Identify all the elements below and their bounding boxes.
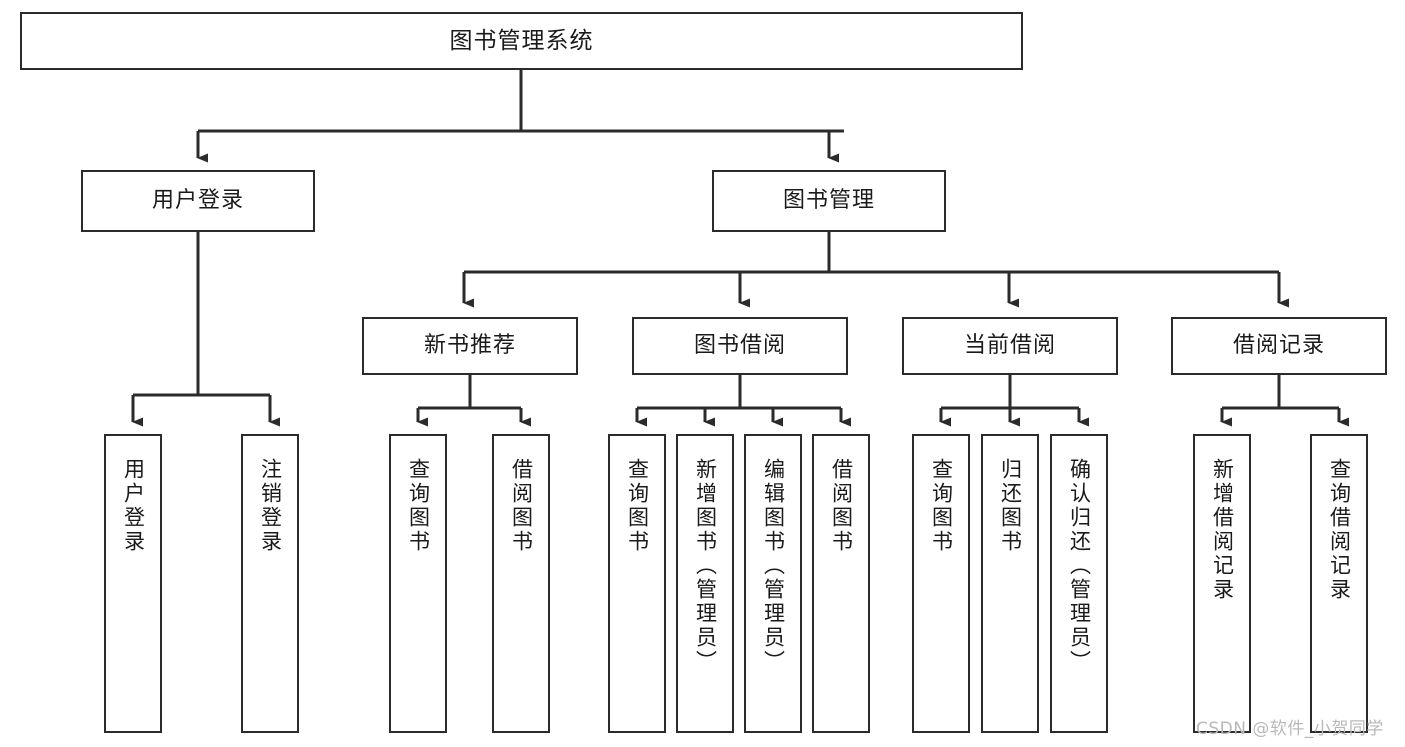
leaf-new-book-borrow[interactable]: 借阅图书 bbox=[492, 434, 550, 733]
node-label: 确认归还（管理员） bbox=[1067, 458, 1092, 674]
node-label: 新增图书（管理员） bbox=[693, 458, 718, 674]
leaf-borrow-add-book-admin[interactable]: 新增图书（管理员） bbox=[676, 434, 734, 733]
leaf-new-book-query[interactable]: 查询图书 bbox=[389, 434, 447, 733]
leaf-borrow-query-book[interactable]: 查询图书 bbox=[608, 434, 666, 733]
node-user-login[interactable]: 用户登录 bbox=[81, 170, 315, 232]
node-label: 查询借阅记录 bbox=[1327, 458, 1352, 602]
node-label: 新书推荐 bbox=[423, 333, 516, 359]
node-label: 图书借阅 bbox=[693, 333, 786, 359]
node-label: 查询图书 bbox=[406, 458, 431, 554]
node-current-borrow[interactable]: 当前借阅 bbox=[902, 317, 1118, 375]
node-label: 查询图书 bbox=[929, 458, 954, 554]
leaf-record-add-borrow-record[interactable]: 新增借阅记录 bbox=[1193, 434, 1251, 733]
node-new-book-recommend[interactable]: 新书推荐 bbox=[362, 317, 578, 375]
leaf-current-confirm-return-admin[interactable]: 确认归还（管理员） bbox=[1050, 434, 1108, 733]
node-label: 归还图书 bbox=[998, 458, 1023, 554]
leaf-current-return-book[interactable]: 归还图书 bbox=[981, 434, 1039, 733]
node-label: 用户登录 bbox=[121, 458, 146, 554]
leaf-record-query-borrow-record[interactable]: 查询借阅记录 bbox=[1310, 434, 1368, 733]
leaf-borrow-borrow-book[interactable]: 借阅图书 bbox=[812, 434, 870, 733]
node-label: 用户登录 bbox=[151, 188, 244, 214]
node-book-management[interactable]: 图书管理 bbox=[712, 170, 946, 232]
leaf-user-login-signin[interactable]: 用户登录 bbox=[104, 434, 162, 733]
node-label: 当前借阅 bbox=[963, 333, 1056, 359]
node-label: 查询图书 bbox=[625, 458, 650, 554]
node-label: 借阅图书 bbox=[829, 458, 854, 554]
node-label: 注销登录 bbox=[258, 458, 283, 554]
node-book-borrow[interactable]: 图书借阅 bbox=[632, 317, 848, 375]
leaf-borrow-edit-book-admin[interactable]: 编辑图书（管理员） bbox=[744, 434, 802, 733]
node-label: 借阅记录 bbox=[1232, 333, 1325, 359]
csdn-watermark: CSDN @软件_小贺同学 bbox=[1196, 719, 1384, 739]
leaf-current-query-book[interactable]: 查询图书 bbox=[912, 434, 970, 733]
node-label: 借阅图书 bbox=[509, 458, 534, 554]
node-label: 图书管理系统 bbox=[449, 27, 594, 54]
leaf-user-login-signout[interactable]: 注销登录 bbox=[241, 434, 299, 733]
node-label: 新增借阅记录 bbox=[1210, 458, 1235, 602]
node-borrow-record[interactable]: 借阅记录 bbox=[1171, 317, 1387, 375]
node-label: 编辑图书（管理员） bbox=[761, 458, 786, 674]
node-label: 图书管理 bbox=[782, 188, 875, 214]
node-book-management-system[interactable]: 图书管理系统 bbox=[20, 12, 1023, 70]
